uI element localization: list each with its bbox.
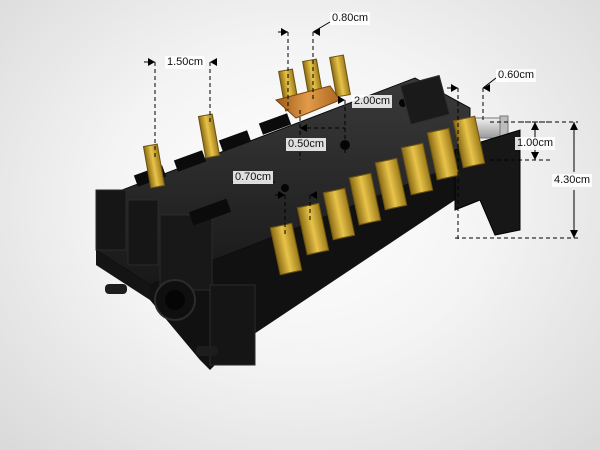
dimension-label-0-70: 0.70cm [233, 171, 274, 184]
terminals-front [269, 115, 486, 276]
dimension-lines [144, 21, 578, 240]
dimension-label-1-50: 1.50cm [165, 56, 206, 69]
dimension-label-4-30: 4.30cm [552, 174, 593, 187]
dimension-label-0-50: 0.50cm [286, 138, 327, 151]
terminals-rear [142, 54, 351, 189]
dimension-label-1-00: 1.00cm [515, 137, 556, 150]
dimension-label-0-60: 0.60cm [496, 69, 537, 82]
dimension-label-0-80: 0.80cm [330, 12, 371, 25]
switch-body [95, 74, 521, 370]
dimension-label-2-00: 2.00cm [352, 95, 393, 108]
